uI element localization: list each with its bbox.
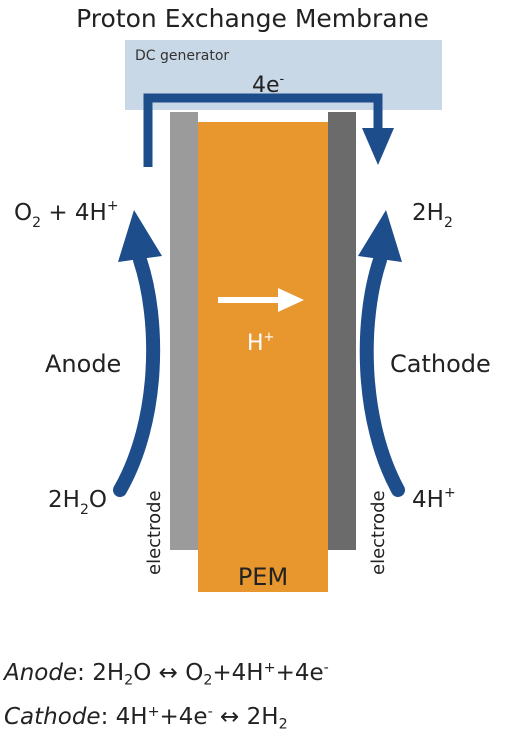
electron-flow-arrow [143, 93, 383, 167]
cathode-equation: Cathode: 4H++4e- ↔ 2H2 [4, 704, 288, 733]
cathode-label: Cathode [390, 350, 491, 378]
pem-membrane [198, 122, 328, 592]
diagram-title: Proton Exchange Membrane [76, 4, 429, 33]
dc-generator-label: DC generator [135, 48, 229, 64]
pem-label: PEM [238, 563, 288, 591]
electrons-label: 4e- [252, 72, 285, 98]
anode-curved-arrow [113, 253, 161, 497]
right-electrode [328, 112, 356, 550]
anode-arrow-head [118, 210, 162, 262]
electron-arrow-head [362, 128, 394, 165]
cathode-curved-arrow [359, 253, 405, 497]
left-electrode-label: electrode [144, 490, 165, 575]
anode-top-species: O2 + 4H+ [14, 198, 119, 231]
proton-arrow-head [278, 288, 304, 312]
anode-bottom-species: 2H2O [48, 487, 107, 518]
left-electrode [170, 112, 198, 550]
cathode-top-species: 2H2 [412, 200, 453, 231]
proton-label: H+ [247, 330, 274, 356]
electrolyzer-diagram: DC generator 4e- H+ PEM electrode electr… [14, 40, 491, 592]
cathode-arrow-head [358, 210, 402, 262]
anode-label: Anode [45, 350, 121, 378]
cathode-bottom-species: 4H+ [412, 485, 456, 513]
anode-equation: Anode: 2H2O ↔ O2+4H++4e- [4, 660, 329, 689]
right-electrode-label: electrode [368, 490, 389, 575]
